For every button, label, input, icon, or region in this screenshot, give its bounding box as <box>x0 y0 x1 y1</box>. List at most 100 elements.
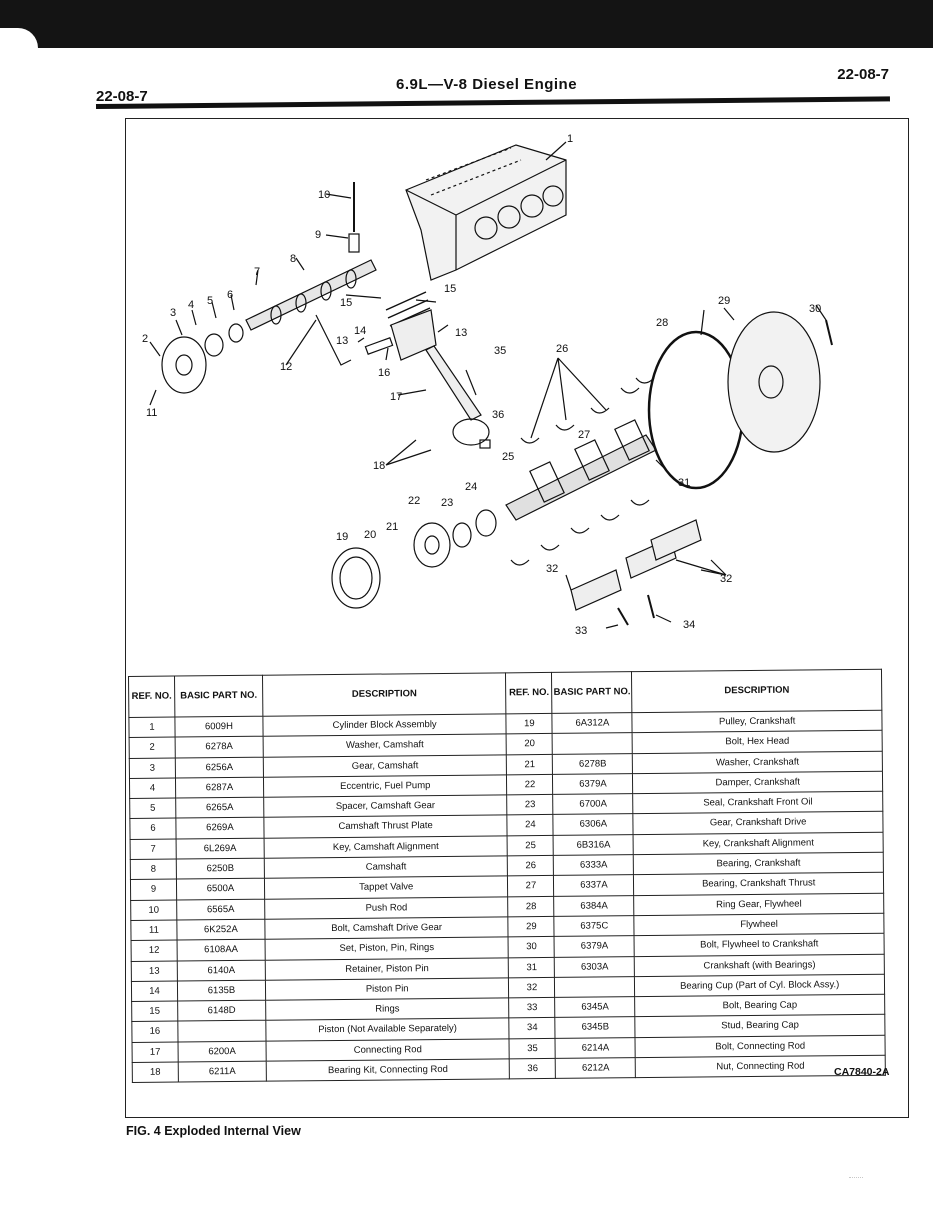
ref-cell: 32 <box>508 977 556 999</box>
callout-27: 27 <box>578 429 590 441</box>
callout-19: 19 <box>336 531 348 543</box>
description-cell: Ring Gear, Flywheel <box>634 892 884 916</box>
camshaft-gear-drawing <box>161 336 207 394</box>
description-cell: Bearing, Crankshaft Thrust <box>633 872 884 896</box>
description-cell: Washer, Crankshaft <box>632 750 883 774</box>
part-no-cell: 6250B <box>176 858 265 880</box>
part-no-cell: 6337A <box>553 875 635 897</box>
ref-cell: 21 <box>506 754 553 775</box>
ref-cell: 15 <box>131 1001 178 1022</box>
part-no-cell: 6565A <box>176 898 265 921</box>
description-cell: Bearing, Crankshaft <box>633 852 884 876</box>
callout-36: 36 <box>492 409 504 421</box>
callout-26: 26 <box>556 343 568 355</box>
ref-cell: 12 <box>131 940 178 962</box>
part-no-cell: 6269A <box>175 817 264 839</box>
description-cell: Crankshaft (with Bearings) <box>634 953 885 977</box>
ref-cell: 9 <box>130 879 177 901</box>
damper-drawing <box>413 522 451 568</box>
ref-cell: 25 <box>507 835 554 856</box>
callout-31: 31 <box>678 477 690 489</box>
callout-13b: 13 <box>455 327 467 339</box>
ring-gear-drawing <box>647 330 745 490</box>
callout-4: 4 <box>188 299 194 311</box>
part-no-cell: 6287A <box>175 777 264 799</box>
header-rule <box>95 96 890 109</box>
description-cell: Gear, Crankshaft Drive <box>633 811 884 835</box>
part-no-cell: 6375C <box>554 915 635 937</box>
description-cell: Push Rod <box>264 896 509 920</box>
figure-frame <box>125 118 909 1118</box>
part-no-cell <box>552 732 633 755</box>
ref-cell: 8 <box>130 859 177 880</box>
part-no-cell: 6140A <box>177 959 266 981</box>
part-no-cell: 6384A <box>554 895 635 917</box>
ref-cell: 6 <box>129 818 177 840</box>
part-no-cell: 6278B <box>552 753 633 775</box>
callout-32a: 32 <box>546 563 558 575</box>
callout-1: 1 <box>567 133 573 145</box>
part-no-cell: 6700A <box>553 793 634 815</box>
callout-10: 10 <box>318 189 330 201</box>
part-no-cell: 6148D <box>177 1000 266 1022</box>
scan-speck <box>849 1177 863 1188</box>
exploded-view-svg: 1 10 9 7 8 3 4 5 6 2 11 12 15 15 13 13 1… <box>142 133 833 637</box>
callout-17: 17 <box>390 391 402 403</box>
callout-2: 2 <box>142 333 148 345</box>
part-no-cell: 6A312A <box>552 712 633 734</box>
part-no-cell: 6500A <box>176 878 265 900</box>
description-cell: Washer, Camshaft <box>263 734 507 757</box>
description-cell: Bolt, Flywheel to Crankshaft <box>634 933 885 957</box>
description-cell: Key, Crankshaft Alignment <box>633 832 884 855</box>
callout-9: 9 <box>315 229 321 241</box>
description-cell: Rings <box>265 998 510 1021</box>
scan-top-band <box>0 0 933 48</box>
camshaft-drawing <box>245 259 377 331</box>
ref-cell: 23 <box>507 794 554 816</box>
description-cell: Eccentric, Fuel Pump <box>263 774 508 798</box>
ref-cell: 5 <box>129 798 176 819</box>
ref-cell: 19 <box>506 713 553 735</box>
part-no-cell <box>554 976 635 998</box>
part-no-cell: 6306A <box>553 814 634 836</box>
callout-32b: 32 <box>720 573 732 585</box>
description-cell: Tappet Valve <box>264 876 509 899</box>
parts-table: REF. NO. BASIC PART NO. DESCRIPTION REF.… <box>128 669 886 1084</box>
ref-cell: 31 <box>508 956 555 978</box>
description-cell: Bolt, Connecting Rod <box>635 1035 886 1058</box>
ref-cell: 22 <box>506 774 554 796</box>
description-cell: Retainer, Piston Pin <box>265 957 509 981</box>
part-no-cell: 6379A <box>554 935 635 957</box>
ref-cell: 11 <box>130 920 178 941</box>
description-cell: Piston (Not Available Separately) <box>265 1018 510 1041</box>
description-cell: Spacer, Camshaft Gear <box>263 795 508 818</box>
part-no-cell: 6345A <box>555 996 636 1018</box>
ref-cell: 17 <box>132 1041 179 1063</box>
description-cell: Bearing Cup (Part of Cyl. Block Assy.) <box>634 974 885 997</box>
callout-14: 14 <box>354 325 366 337</box>
callout-28: 28 <box>656 317 668 329</box>
callout-35: 35 <box>494 345 506 357</box>
callout-5: 5 <box>207 295 213 307</box>
description-cell: Gear, Camshaft <box>263 754 507 778</box>
description-cell: Bolt, Hex Head <box>632 730 883 754</box>
callout-25: 25 <box>502 451 514 463</box>
part-no-cell: 6135B <box>177 980 266 1002</box>
description-cell: Seal, Crankshaft Front Oil <box>633 791 883 815</box>
description-cell: Set, Piston, Pin, Rings <box>264 937 509 960</box>
part-no-cell: 6B316A <box>553 834 634 856</box>
callout-18: 18 <box>373 460 385 472</box>
ref-cell: 7 <box>130 838 177 860</box>
ref-cell: 18 <box>132 1062 179 1083</box>
part-no-cell: 6265A <box>175 797 264 819</box>
description-cell: Bolt, Camshaft Drive Gear <box>264 916 509 940</box>
description-cell: Camshaft <box>264 855 508 879</box>
part-no-cell: 6211A <box>178 1061 267 1083</box>
ref-cell: 3 <box>129 757 176 779</box>
callout-15a: 15 <box>340 297 352 309</box>
description-cell: Piston Pin <box>265 977 510 1001</box>
description-cell: Pulley, Crankshaft <box>632 710 883 733</box>
col-basic-right: BASIC PART NO. <box>551 671 633 714</box>
description-cell: Connecting Rod <box>265 1038 510 1062</box>
